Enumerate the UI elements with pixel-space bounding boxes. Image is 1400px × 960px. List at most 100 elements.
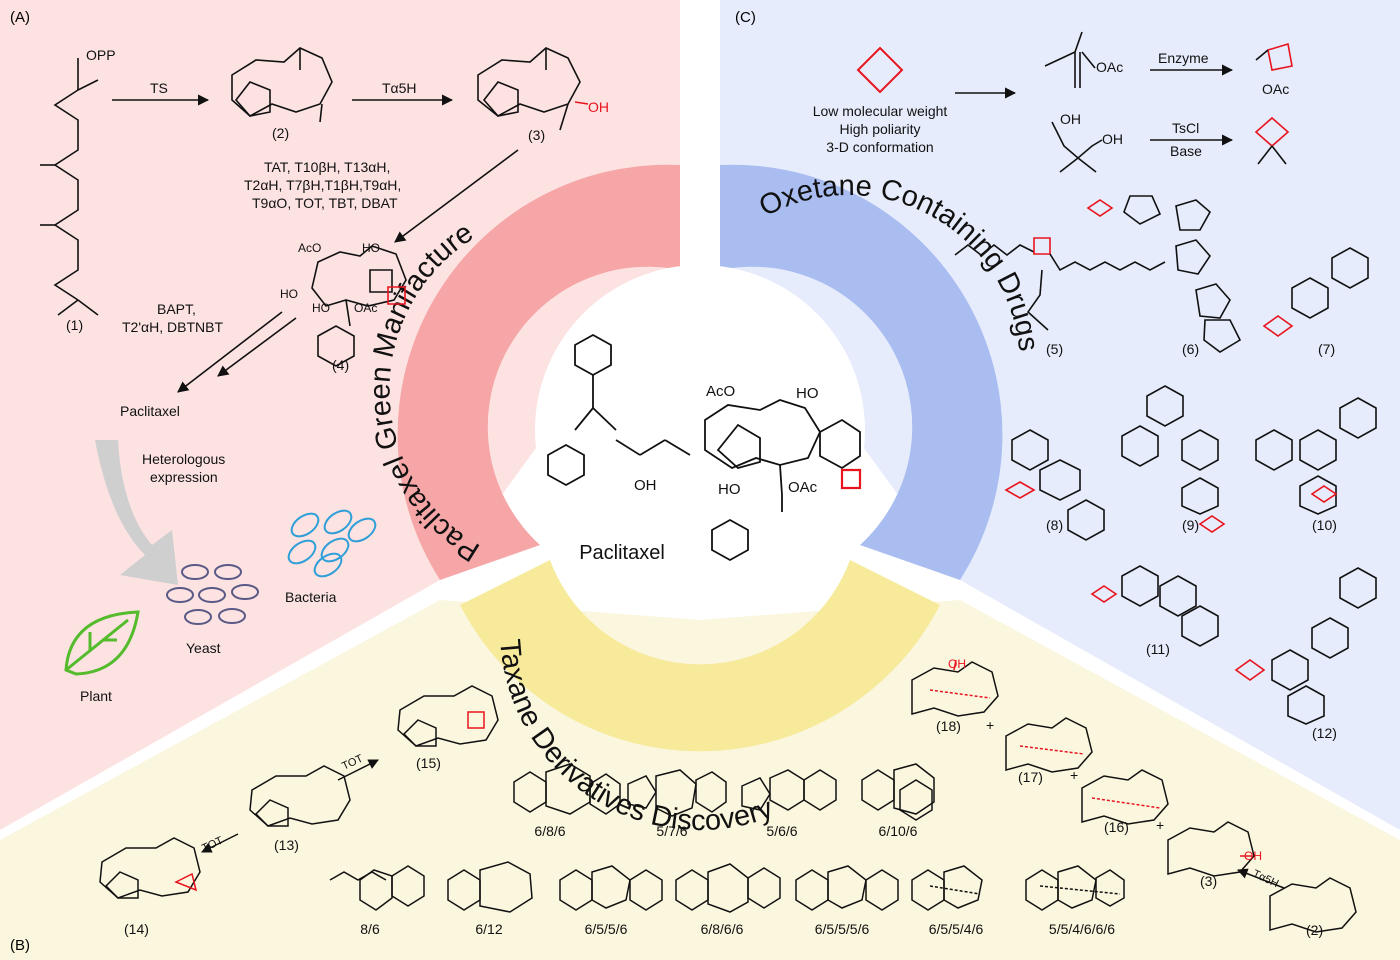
compound-4-structure <box>311 245 407 367</box>
paclitaxel-labels: AcO HO OH HO OAc Paclitaxel <box>579 383 818 564</box>
compound-17-label: (17) <box>1018 769 1043 785</box>
skeleton-6-5-5-6-structure <box>559 865 663 911</box>
product-oac: OAc <box>1262 81 1289 97</box>
skel-6-8-6-6: 6/8/6/6 <box>701 921 744 937</box>
panel-c <box>856 31 1377 725</box>
compound-15-label: (15) <box>416 755 441 771</box>
prop-line-1: Low molecular weight <box>813 103 948 119</box>
compound-3b-structure <box>1167 821 1255 877</box>
center-ho: HO <box>796 385 819 402</box>
compound-5-structure <box>954 237 1166 331</box>
arrow-tot-13-15 <box>337 759 379 781</box>
panel-label-b: (B) <box>10 937 30 954</box>
bacteria-label: Bacteria <box>285 589 337 605</box>
compound-7-structure <box>1262 247 1369 337</box>
compound-14-structure <box>99 837 201 899</box>
panel-b-text: TOT TOT Tα5H (13) (14) (15) (16) (17) (1… <box>124 657 1323 938</box>
substrate-oac: OAc <box>1096 59 1123 75</box>
compound-1-label: (1) <box>66 317 83 333</box>
compound-8-label: (8) <box>1046 517 1063 533</box>
base-label: Base <box>1170 143 1202 159</box>
skel-5-5-4-6-6-6: 5/5/4/6/6/6 <box>1049 921 1115 937</box>
compound-6-label: (6) <box>1182 341 1199 357</box>
panel-label-c: (C) <box>735 9 756 26</box>
compound-16-label: (16) <box>1104 819 1129 835</box>
paclitaxel-structure <box>547 333 862 562</box>
compound-2b-structure <box>1269 877 1357 933</box>
prop-line-3: 3-D conformation <box>826 139 933 155</box>
t5h-label: Tα5H <box>382 80 417 96</box>
center-oac: OAc <box>788 479 818 496</box>
center-disc <box>535 265 865 595</box>
compound-2b-label: (2) <box>1306 922 1323 938</box>
skeleton-5-7-6-structure <box>627 769 727 817</box>
oh-label-3: OH <box>588 99 609 115</box>
panel-c-text: Low molecular weight High poliarity 3-D … <box>813 50 1337 741</box>
compound-9-label: (9) <box>1182 517 1199 533</box>
skel-6-8-6: 6/8/6 <box>534 823 565 839</box>
yeast-label: Yeast <box>186 640 221 656</box>
enzymes-line-3: T9αO, TOT, TBT, DBAT <box>252 195 398 211</box>
c4-ho-left: HO <box>280 287 298 301</box>
enzymes-line-1: TAT, T10βH, T13αH, <box>264 159 390 175</box>
skel-6-12: 6/12 <box>475 921 502 937</box>
compound-4-label: (4) <box>332 357 349 373</box>
skel-5-6-6: 5/6/6 <box>766 823 797 839</box>
yeast-icon <box>166 564 259 625</box>
ring-segment-c <box>720 164 1003 581</box>
oh-label-3b: OH <box>1244 849 1262 863</box>
skeleton-6-8-6-6-structure <box>675 863 781 913</box>
compound-2-label: (2) <box>272 125 289 141</box>
c4-aco: AcO <box>298 241 321 255</box>
compound-6-structure <box>1086 195 1242 353</box>
hetero-line-1: Heterologous <box>142 451 225 467</box>
enzyme-label: Enzyme <box>1158 50 1209 66</box>
c4-ho-top: HO <box>362 241 380 255</box>
skeleton-6-12-structure <box>447 861 533 913</box>
skel-6-5-5-5-6: 6/5/5/5/6 <box>815 921 870 937</box>
skeleton-6-5-5-4-6-structure <box>911 865 983 911</box>
compound-13-structure <box>249 765 351 827</box>
ggpp-structure <box>53 58 79 301</box>
panel-a-text: OPP TS Tα5H OH (1) (2) (3) (4) TAT, T10β… <box>66 47 609 704</box>
oxetane-icon <box>856 46 904 94</box>
skeleton-6-10-6-structure <box>861 763 935 821</box>
plus-3: + <box>1156 817 1164 833</box>
compound-5-label: (5) <box>1046 341 1063 357</box>
panel-a-background <box>0 0 680 830</box>
panel-c-background <box>720 0 1400 830</box>
skeleton-6-5-5-5-6-structure <box>795 865 899 911</box>
arrow-t5h-2-3 <box>1237 868 1285 889</box>
panel-b <box>99 659 1357 933</box>
skel-5-7-6: 5/7/6 <box>656 823 687 839</box>
central-ring <box>397 164 1003 752</box>
compound-16-structure <box>1081 769 1169 825</box>
arrow-tot-13-14 <box>201 833 239 853</box>
center-ho-bot: HO <box>718 481 741 498</box>
hetero-line-2: expression <box>150 469 218 485</box>
c4-ho-bot: HO <box>312 301 330 315</box>
center-aco: AcO <box>706 383 735 400</box>
compound-10-label: (10) <box>1312 517 1337 533</box>
compound-12-structure <box>1234 567 1377 725</box>
compound-17-structure <box>1005 717 1093 773</box>
compound-13-label: (13) <box>274 837 299 853</box>
compound-8-structure <box>1004 429 1105 541</box>
panel-b-background <box>0 600 1400 960</box>
arrow-4-to-paclitaxel <box>177 311 283 393</box>
ts-label: TS <box>150 80 168 96</box>
compound-18-label: (18) <box>936 718 961 734</box>
skel-6-10-6: 6/10/6 <box>879 823 918 839</box>
ring-segment-a <box>397 164 680 581</box>
ring-segment-b <box>460 560 940 752</box>
diol-oh-2: OH <box>1102 131 1123 147</box>
compound-9-structure <box>1121 385 1226 533</box>
bapt-line-2: T2'αH, DBTNBT <box>122 319 223 335</box>
center-oh: OH <box>634 477 657 494</box>
compound-3b-label: (3) <box>1200 873 1217 889</box>
panel-a <box>40 47 589 676</box>
plant-label: Plant <box>80 688 112 704</box>
opp-label: OPP <box>86 47 116 63</box>
arrow-3-to-4 <box>394 149 519 243</box>
